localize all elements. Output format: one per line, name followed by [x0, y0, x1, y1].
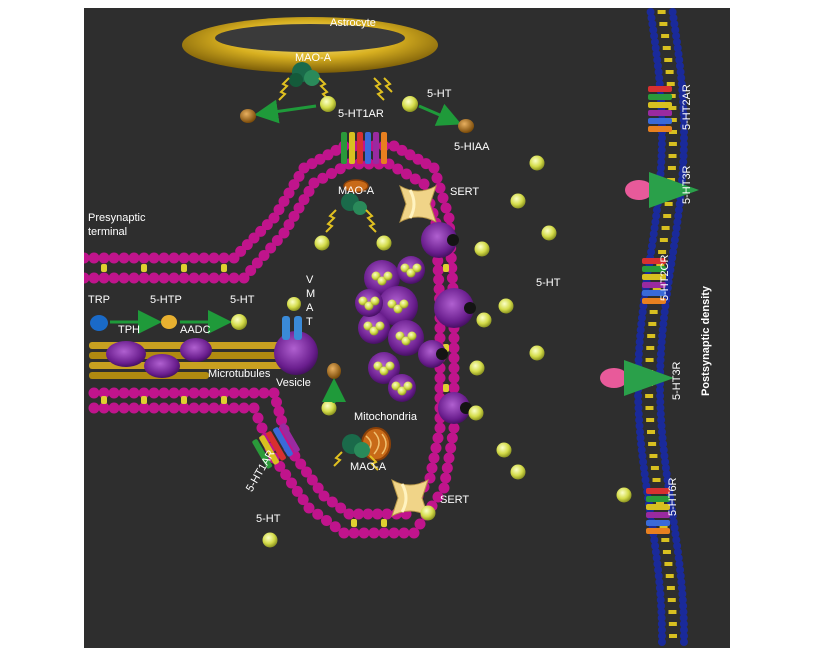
synthesis-pathway	[90, 310, 247, 334]
postsynaptic-membrane	[600, 8, 699, 646]
inner-zigzags	[325, 209, 379, 471]
astrocyte-label: Astrocyte	[330, 17, 376, 29]
mao-a-astrocyte-enzyme	[289, 62, 320, 87]
five-ht1ar-top-label: 5-HT1AR	[338, 108, 384, 120]
presynaptic-terminal-label-line2: terminal	[88, 226, 128, 238]
receptor-5ht2ar-label: 5-HT2AR	[681, 84, 693, 130]
five-htp-molecule	[161, 315, 177, 329]
five-ht1ar-receptor-bottom	[252, 423, 300, 469]
vmat-vesicle	[274, 297, 318, 375]
sert-top-label: SERT	[450, 186, 480, 198]
sert-bottom-label: SERT	[440, 494, 470, 506]
presynaptic-terminal-label-line1: Presynaptic	[88, 212, 146, 224]
mao-a-inner-top-label: MAO-A	[338, 185, 375, 197]
vmat-letter-a: A	[306, 302, 314, 314]
vmat-letter-m: M	[306, 288, 316, 300]
sert-transporter-top	[399, 184, 437, 224]
vmat-letter-v: V	[306, 274, 314, 286]
receptor-5ht3r-bottom-label: 5-HT3R	[671, 361, 683, 400]
vesicle-label: Vesicle	[276, 377, 311, 389]
fusing-vesicles	[418, 222, 476, 424]
mao-a-inner-enzymes	[341, 193, 370, 458]
synapse-illustration	[84, 8, 699, 646]
tph-aadc-enzymes	[106, 338, 212, 378]
mao-a-inner-bottom-label: MAO-A	[350, 461, 387, 473]
serotonin-molecules	[262, 155, 632, 548]
metabolism-arrows	[240, 96, 474, 403]
five-ht-synthesis-label: 5-HT	[230, 294, 255, 306]
mao-a-astrocyte-label: MAO-A	[295, 52, 332, 64]
mao-a-zigzags	[278, 77, 393, 101]
five-ht-molecule	[231, 314, 247, 330]
astrocyte	[182, 17, 438, 73]
microtubules-label: Microtubules	[208, 368, 271, 380]
five-hiaa-label: 5-HIAA	[454, 141, 490, 153]
aadc-label: AADC	[180, 324, 211, 336]
five-ht-top-label: 5-HT	[427, 88, 452, 100]
receptor-5ht2cr-label: 5-HT2CR	[659, 254, 671, 301]
vesicle-clusters	[355, 256, 425, 402]
five-ht-bottom-label: 5-HT	[256, 513, 281, 525]
mitochondria-label: Mitochondria	[354, 411, 417, 423]
trp-molecule	[90, 315, 108, 331]
five-ht1ar-receptor-top	[341, 132, 387, 164]
trp-label: TRP	[88, 294, 110, 306]
five-htp-label: 5-HTP	[150, 294, 182, 306]
five-ht-cleft-label: 5-HT	[536, 277, 561, 289]
vmat-letter-t: T	[306, 316, 313, 328]
postsynaptic-density-label: Postsynaptic density	[700, 285, 712, 396]
receptor-5ht6r-label: 5-HT6R	[667, 477, 679, 516]
receptor-5ht3r-top-label: 5-HT3R	[681, 165, 693, 204]
tph-label: TPH	[118, 324, 140, 336]
synapse-diagram: Astrocyte MAO-A 5-HT 5-HT1AR 5-HIAA MAO-…	[84, 8, 730, 648]
